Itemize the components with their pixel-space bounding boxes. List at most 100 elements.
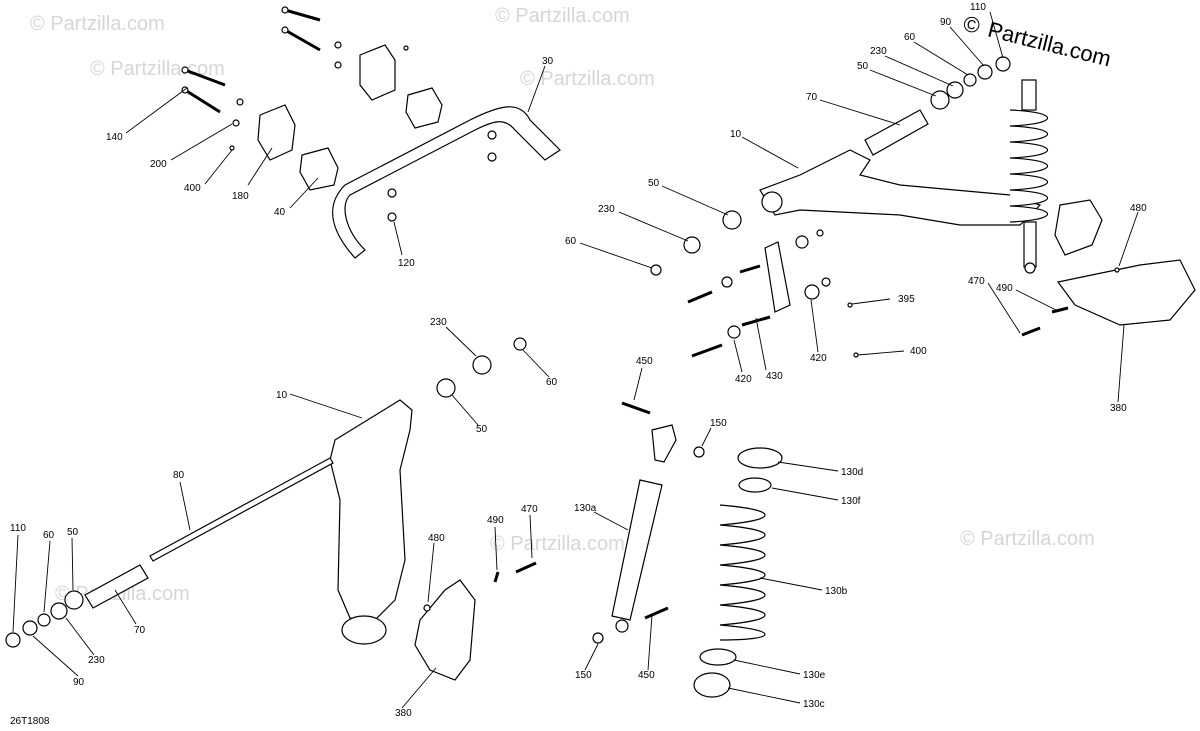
callout-label: 230 [88,655,105,666]
watermark: © Partzilla.com [520,68,655,90]
sleeve [864,109,929,156]
brand-symbol: © [961,11,983,39]
upper-right-arm-assembly [650,56,1196,358]
callout-label: 230 [598,204,615,215]
callout-label: 10 [730,129,742,140]
callout-label: 120 [398,258,415,269]
callout-label: 130c [803,699,825,710]
callout-label: 40 [274,207,286,218]
washer [963,73,977,87]
callout-label: 10 [276,390,288,401]
callout-label: 50 [476,424,488,435]
nut [693,446,705,458]
knuckle [1054,199,1103,256]
callout-layer: 140 200 400 180 40 30 120 110 90 60 230 … [10,2,1147,719]
svg-text:© Partzilla.com: © Partzilla.com [961,11,1114,72]
watermark: © Partzilla.com [495,5,630,27]
shock-body [1023,221,1037,268]
pin [493,571,500,583]
bolt [281,6,321,22]
diagram-code: 26T1808 [10,716,50,727]
callout-label: 130e [803,670,826,681]
nut [5,632,21,648]
bushing [299,147,339,191]
bearing [722,210,742,230]
callout-label: 150 [575,670,592,681]
callout-label: 70 [134,625,146,636]
callout-label: 400 [910,346,927,357]
callout-label: 60 [904,32,916,43]
washer [37,613,51,627]
screw [847,302,853,308]
washer [236,98,244,106]
callout-label: 60 [43,530,55,541]
callout-label: 380 [1110,403,1127,414]
bolt [691,343,723,358]
callout-label: 130a [574,503,597,514]
bolt [515,561,537,574]
bolt [739,264,761,274]
seal [683,236,701,254]
coil-spring [719,504,766,641]
protector [1056,259,1196,326]
bolt [181,66,226,87]
callout-label: 110 [970,2,986,13]
spring-seat [737,447,783,469]
pin [1051,306,1069,314]
washer [513,337,527,351]
watermark: © Partzilla.com [30,13,165,35]
callout-label: 140 [106,132,123,143]
spring-cup [693,672,731,698]
bolt [181,86,221,114]
callout-label: 130b [825,586,848,597]
stabilizer-bar [332,106,561,259]
shock-absorber [611,479,663,621]
callout-label: 450 [636,356,653,367]
callout-label: 480 [1130,203,1147,214]
bushing-bracket [257,104,296,161]
washer [334,61,342,69]
nut [387,212,397,222]
screw [853,352,859,358]
bearing [930,90,950,110]
seal [946,81,964,99]
shock-eye [1024,262,1036,274]
callout-label: 110 [10,523,26,534]
callout-label: 130f [841,496,861,507]
callout-label: 380 [395,708,412,719]
watermark: © Partzilla.com [90,58,225,80]
bolt [644,606,669,620]
callout-label: 480 [428,533,445,544]
nut [1114,267,1120,273]
shock-top [1021,79,1037,111]
nut [423,604,431,612]
washer [229,145,235,151]
callout-label: 80 [173,470,185,481]
washer [403,45,409,51]
shock-lower-eye [615,619,629,633]
shaft [149,457,334,562]
stabilizer-assembly [181,6,561,259]
lower-left-arm-assembly [5,337,537,681]
callout-label: 150 [710,418,727,429]
sleeve [84,564,149,609]
nut [592,632,604,644]
trailing-arm [329,399,413,621]
nut [995,56,1011,72]
bolt [741,315,771,327]
bushing [795,235,809,249]
washer [334,41,342,49]
callout-label: 230 [430,317,447,328]
callout-label: 470 [521,504,538,515]
shock-upper-eye [651,424,677,463]
seal [50,602,68,620]
callout-label: 50 [648,178,660,189]
coil-over-shock [1009,79,1048,274]
callout-label: 180 [232,191,249,202]
bearing [436,378,456,398]
callout-label: 420 [810,353,827,364]
brand-logo: © Partzilla.com [961,11,1114,72]
callout-label: 230 [870,46,887,57]
callout-label: 490 [487,515,504,526]
